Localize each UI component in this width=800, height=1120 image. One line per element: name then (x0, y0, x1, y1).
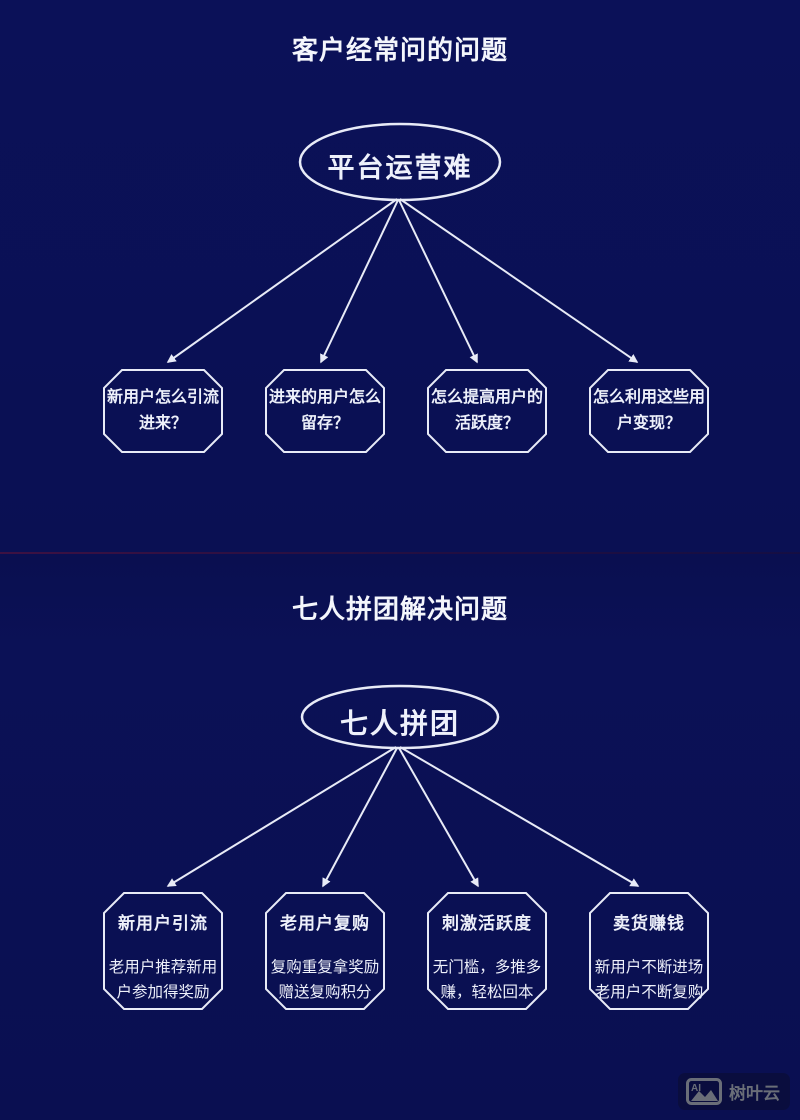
question-box-retention: 进来的用户怎么留存？ (268, 389, 381, 432)
ai-image-icon: AI (686, 1078, 722, 1105)
section-divider (0, 552, 800, 554)
solution-box-title: 老用户复购 (280, 914, 370, 933)
section1-title: 客户经常问的问题 (291, 35, 508, 65)
solution-box-new-user-acquisition: 新用户引流 老用户推荐新用户参加得奖励 (107, 897, 219, 1005)
question-octagons (103, 369, 709, 453)
solution-box-desc: 复购重复拿奖励赠送复购积分 (270, 959, 380, 1001)
section2-title: 七人拼团解决问题 (291, 594, 508, 624)
solution-box-title: 新用户引流 (118, 914, 208, 933)
section2-root-label: 七人拼团 (339, 708, 460, 739)
connector-arrows-section2 (166, 746, 640, 888)
watermark: AI 树叶云 (678, 1073, 790, 1110)
solution-box-desc: 老用户推荐新用户参加得奖励 (108, 959, 218, 1001)
section1-root-label: 平台运营难 (327, 153, 473, 183)
question-box-new-user-acquisition: 新用户怎么引流进来？ (106, 389, 219, 432)
solution-box-sales: 卖货赚钱 新用户不断进场老用户不断复购 (593, 897, 705, 1005)
watermark-label: 树叶云 (729, 1084, 780, 1103)
solution-box-title: 刺激活跃度 (442, 914, 532, 933)
question-box-activity: 怎么提高用户的活跃度？ (430, 389, 543, 432)
solution-box-desc: 无门槛，多推多赚，轻松回本 (432, 959, 542, 1001)
solution-box-title: 卖货赚钱 (613, 914, 685, 933)
solution-box-activity: 刺激活跃度 无门槛，多推多赚，轻松回本 (431, 897, 543, 1005)
solution-box-repurchase: 老用户复购 复购重复拿奖励赠送复购积分 (269, 897, 381, 1005)
solution-octagons (103, 892, 709, 1010)
connector-arrows-section1 (166, 198, 639, 364)
svg-text:AI: AI (691, 1083, 701, 1094)
question-box-monetization: 怎么利用这些用户变现？ (592, 389, 705, 432)
solution-box-desc: 新用户不断进场老用户不断复购 (594, 959, 704, 1001)
